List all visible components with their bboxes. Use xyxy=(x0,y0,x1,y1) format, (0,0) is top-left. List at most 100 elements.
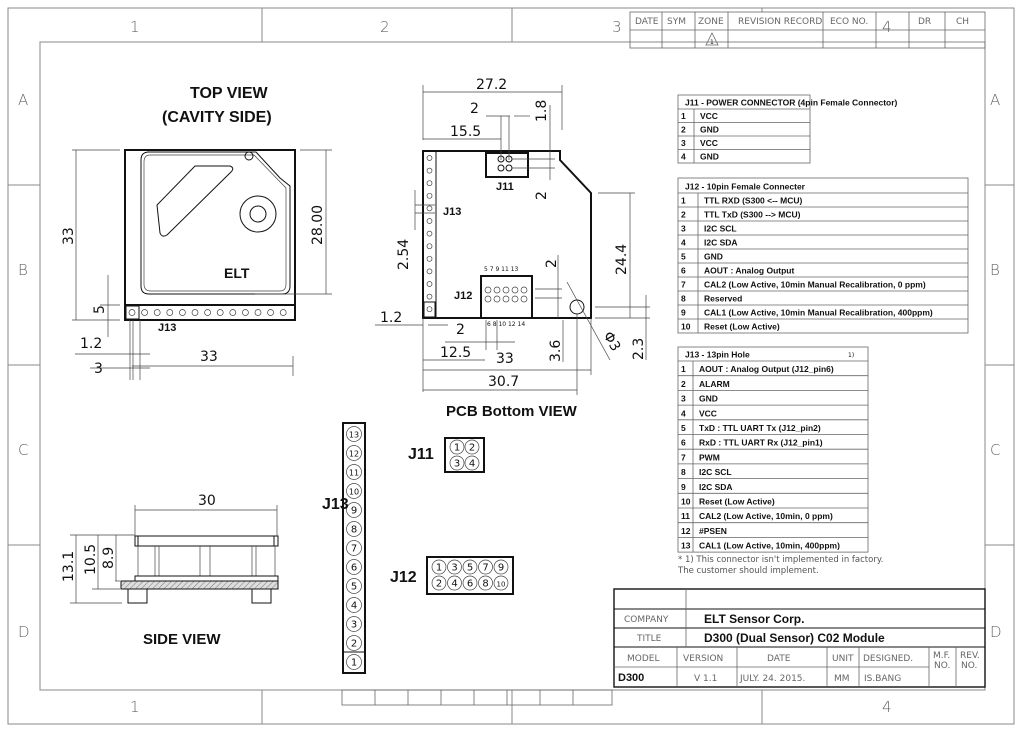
pin-circle xyxy=(462,559,478,575)
pin-number-cell: 4 xyxy=(681,152,686,162)
j13-footnote-1: * 1) This connector isn't implemented in… xyxy=(678,555,883,565)
pin-hole xyxy=(216,309,224,316)
zone-col-4-bottom: 4 xyxy=(882,698,892,716)
pin-number-cell: 8 xyxy=(681,467,686,477)
pin-hole xyxy=(484,295,492,303)
pin-circle xyxy=(346,521,362,537)
dim-hole-y: 3.6 xyxy=(548,340,564,362)
pin-number: 2 xyxy=(351,639,357,650)
pin-number: 3 xyxy=(351,620,357,631)
dim-pcb-span: 33 xyxy=(496,351,514,367)
pin-circle xyxy=(346,597,362,613)
table-title: J11 - POWER CONNECTOR (4pin Female Conne… xyxy=(685,98,898,108)
zone-labels: 1 2 3 4 1 4 A B C D A B C D xyxy=(18,18,1002,716)
pin-number: 11 xyxy=(349,469,359,478)
pin-hole xyxy=(426,205,433,212)
pin-circle xyxy=(478,575,493,591)
top-view-j13-label: J13 xyxy=(158,322,176,334)
pin-function-cell: AOUT : Analog Output xyxy=(704,266,795,276)
pin-number-cell: 5 xyxy=(681,252,686,262)
pin-hole xyxy=(502,295,510,303)
pin-hole xyxy=(426,155,433,161)
rev-header-record: REVISION RECORD xyxy=(738,17,822,27)
title-label: TITLE xyxy=(636,634,662,644)
table-border xyxy=(677,94,811,164)
pin-function-cell: GND xyxy=(700,152,719,162)
pcb-j13-label: J13 xyxy=(443,206,461,218)
zone-col-4: 4 xyxy=(882,18,892,36)
pin-hole xyxy=(426,243,433,250)
pin-hole xyxy=(204,309,211,316)
revision-table: DATE SYM ZONE REVISION RECORD ECO NO. DR… xyxy=(629,11,986,49)
zone-row-a: A xyxy=(18,91,28,109)
pin-function-cell: TxD : TTL UART Tx (J12_pin2) xyxy=(699,423,821,433)
pin-number-cell: 7 xyxy=(681,280,686,290)
pin-circle xyxy=(346,502,362,518)
pin-function-cell: GND xyxy=(699,394,718,404)
pin-circle xyxy=(431,559,447,575)
pin-hole xyxy=(426,306,433,313)
dim-pcb-width: 27.2 xyxy=(476,77,507,93)
pin-circle xyxy=(493,559,509,575)
pin-function-cell: CAL2 (Low Active, 10min Manual Recalibra… xyxy=(704,280,926,290)
version-value: V 1.1 xyxy=(694,674,717,684)
dim-j11-y: 1.8 xyxy=(534,100,550,122)
dim-pcb-height: 24.4 xyxy=(614,244,630,275)
dim-side-width: 30 xyxy=(198,493,216,509)
pin-hole xyxy=(153,309,161,316)
pin-number: 7 xyxy=(482,563,488,574)
pin-function-cell: VCC xyxy=(700,138,718,148)
date-label: DATE xyxy=(767,654,791,664)
pin-function-cell: I2C SCL xyxy=(699,467,732,477)
pin-number: 4 xyxy=(469,459,475,470)
pin-circle xyxy=(464,455,480,471)
pin-number-cell: 5 xyxy=(681,423,686,433)
unit-label: UNIT xyxy=(832,654,854,664)
pin-number: 12 xyxy=(349,450,359,459)
rev-label-1: REV. xyxy=(960,651,980,661)
table-border xyxy=(677,177,969,334)
rev-header-eco: ECO NO. xyxy=(830,17,868,27)
zone-row-b: B xyxy=(18,261,28,279)
mf-label-2: NO. xyxy=(934,661,950,671)
pin-hole xyxy=(426,268,433,275)
zone-col-3: 3 xyxy=(612,18,622,36)
pin-hole xyxy=(426,167,433,174)
rev-header-zone: ZONE xyxy=(698,17,724,27)
pin-function-cell: RxD : TTL UART Rx (J12_pin1) xyxy=(699,438,823,448)
dim-pcb-full-width: 30.7 xyxy=(488,374,519,390)
pin-number-cell: 2 xyxy=(681,125,686,135)
pin-number: 10 xyxy=(349,488,359,497)
pin-circle xyxy=(449,439,465,455)
pcb-j11-label: J11 xyxy=(496,181,514,193)
pin-hole xyxy=(279,309,287,316)
pin-hole xyxy=(267,309,274,316)
pin-hole xyxy=(502,286,510,294)
pin-hole xyxy=(511,286,519,294)
pin-number-cell: 9 xyxy=(681,308,686,318)
pin-hole xyxy=(426,293,433,300)
pin-hole xyxy=(141,309,148,316)
dim-side-mid: 10.5 xyxy=(83,544,99,575)
pin-function-cell: Reset (Low Active) xyxy=(699,497,775,507)
pin-number: 2 xyxy=(436,579,442,590)
pin-function-cell: ALARM xyxy=(699,379,730,389)
pin-circle xyxy=(447,559,462,575)
j12-label: J12 xyxy=(390,569,417,586)
pin-number: 3 xyxy=(451,563,457,574)
j13-note-mark: 1) xyxy=(848,352,854,359)
dim-side-total: 13.1 xyxy=(61,551,77,582)
title-block: COMPANY ELT Sensor Corp. TITLE D300 (Dua… xyxy=(613,588,986,688)
pin-number: 1 xyxy=(436,563,442,574)
pin-function-cell: I2C SCL xyxy=(704,224,737,234)
pin-number: 9 xyxy=(351,506,357,517)
pin-function-cell: I2C SDA xyxy=(699,482,733,492)
pin-circle xyxy=(493,575,509,591)
pin-hole xyxy=(179,309,186,316)
rev-header-dr: DR xyxy=(918,17,931,27)
pcb-j12-top-pin-numbers: 5 7 9 11 13 xyxy=(484,266,519,273)
